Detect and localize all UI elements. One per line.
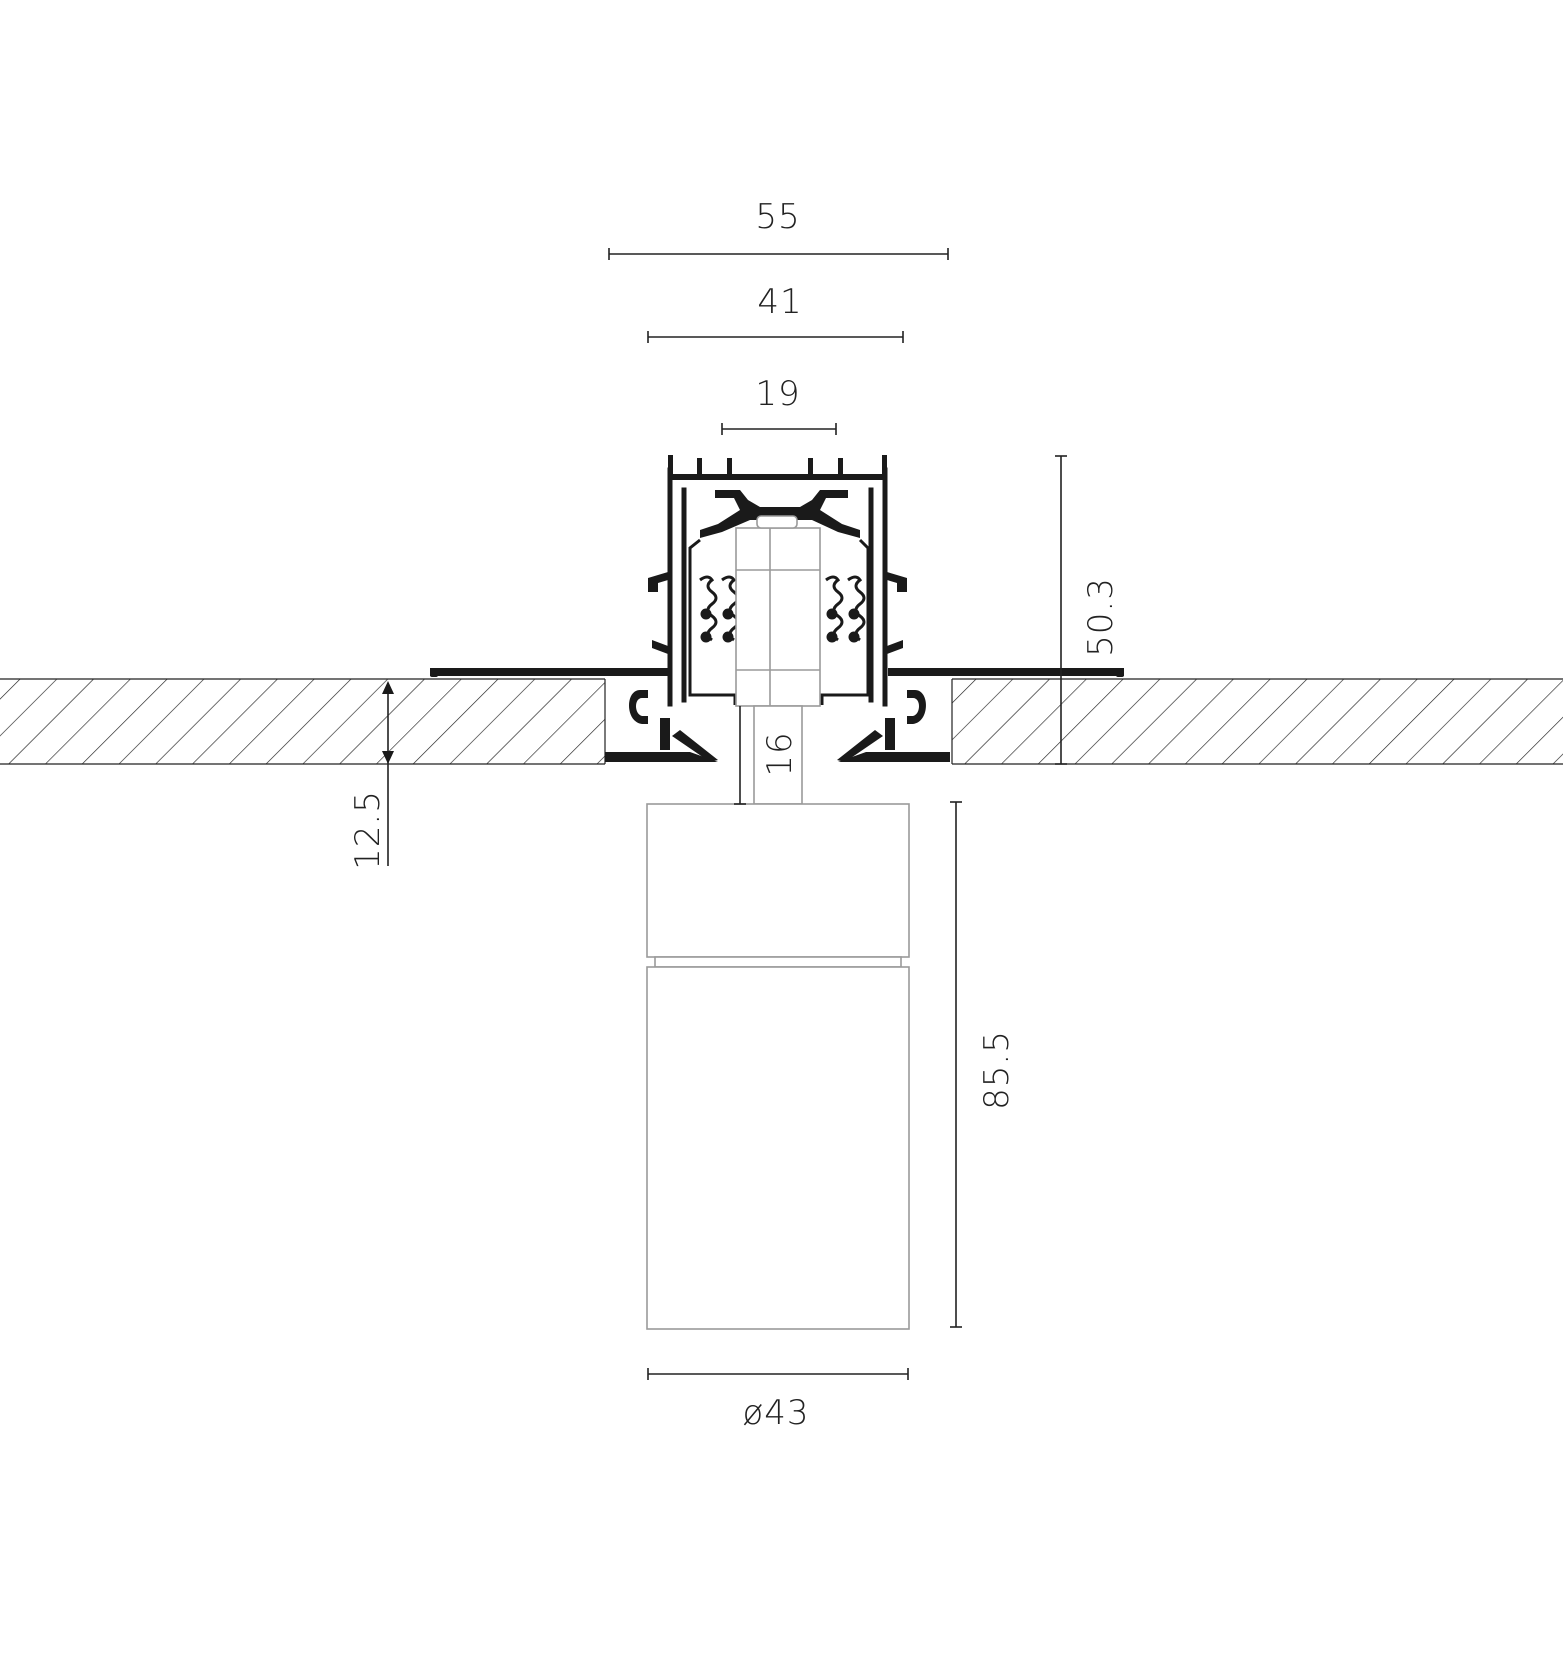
dim-ceiling-thickness: 12.5 — [348, 681, 394, 870]
dim-label-diameter-43: ø43 — [742, 1393, 809, 1433]
dim-label-50-3: 50.3 — [1081, 577, 1121, 657]
dim-label-12-5: 12.5 — [348, 790, 388, 870]
dim-body-height: 85.5 — [950, 801, 1017, 1328]
luminaire-body — [646, 803, 910, 1330]
dim-label-41: 41 — [757, 282, 802, 322]
dim-label-85-5: 85.5 — [977, 1030, 1017, 1110]
track-adapter — [735, 515, 821, 707]
ceiling-right — [952, 679, 1563, 764]
dim-width-overall: 55 — [608, 197, 949, 260]
dim-label-16: 16 — [760, 731, 800, 776]
ceiling-section — [0, 678, 1563, 765]
contacts-left — [699, 575, 740, 643]
contacts-right — [825, 575, 866, 643]
dim-stem-length: 16 — [734, 706, 800, 805]
dim-label-19: 19 — [755, 374, 800, 414]
track-profile — [605, 455, 950, 762]
ceiling-left — [0, 679, 605, 764]
luminaire-stem — [753, 705, 803, 805]
dim-label-55: 55 — [755, 197, 800, 237]
dim-body-diameter: ø43 — [647, 1368, 909, 1433]
mounting-flanges — [430, 668, 1124, 677]
dim-width-inner: 41 — [647, 282, 904, 343]
dim-width-slot: 19 — [721, 374, 837, 435]
dim-height-track: 50.3 — [1055, 455, 1121, 765]
